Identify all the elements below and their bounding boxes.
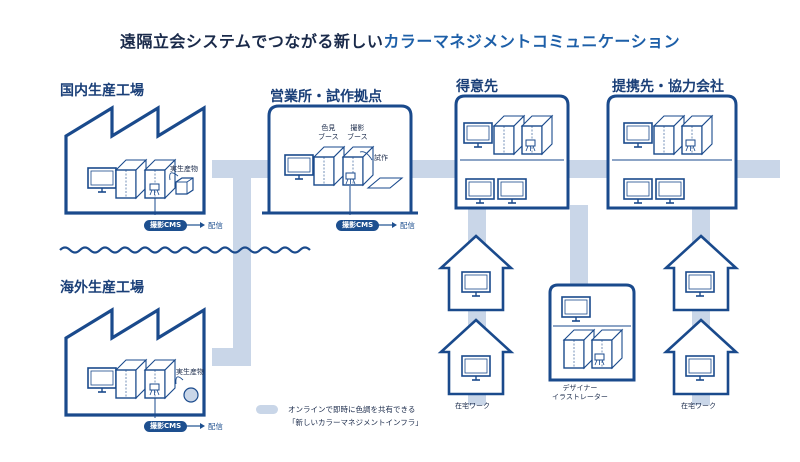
label-sales-office: 営業所・試作拠点 <box>270 89 382 105</box>
legend-swatch <box>256 405 278 414</box>
title-part2: カラーマネジメントコミュニケーション <box>383 32 681 51</box>
label-remote-work-right: 在宅ワーク <box>681 402 716 410</box>
delivery-label-sales: 配信 <box>400 221 415 230</box>
cms-pill-overseas: 撮影CMS <box>144 421 188 432</box>
cms-pill-domestic: 撮影CMS <box>144 220 188 231</box>
label-booth-photo: 撮影 ブース <box>347 124 368 141</box>
sales-office-box <box>262 104 418 228</box>
house-icon-right-bottom <box>664 318 738 396</box>
house-icon-left-bottom <box>439 318 513 396</box>
title-part1: 遠隔立会システムでつながる新しい <box>119 32 384 51</box>
house-icon-left-top <box>439 234 513 312</box>
client-building <box>454 94 570 210</box>
legend-line2: 「新しいカラーマネジメントインフラ」 <box>288 418 423 427</box>
label-product-overseas: 実生産物 <box>176 368 204 376</box>
label-remote-work-left: 在宅ワーク <box>455 402 490 410</box>
house-icon-right-top <box>664 234 738 312</box>
delivery-label-overseas: 配信 <box>208 422 223 431</box>
label-client: 得意先 <box>456 79 498 95</box>
label-booth-color: 色見 ブース <box>318 124 339 141</box>
sea-wave-divider <box>59 246 311 254</box>
label-product-domestic: 実生産物 <box>170 165 198 173</box>
legend-line1: オンラインで即時に色調を共有できる <box>288 405 416 414</box>
partner-building <box>606 94 738 210</box>
label-overseas-factory: 海外生産工場 <box>60 280 144 296</box>
label-domestic-factory: 国内生産工場 <box>60 83 144 99</box>
cms-pill-sales: 撮影CMS <box>336 220 380 231</box>
diagram-title: 遠隔立会システムでつながる新しいカラーマネジメントコミュニケーション <box>0 28 800 52</box>
label-partner: 提携先・協力会社 <box>612 79 724 95</box>
delivery-label-domestic: 配信 <box>208 221 223 230</box>
label-prototype: 試作 <box>374 154 388 162</box>
factory-icon-domestic <box>64 105 206 228</box>
label-designer: デザイナー イラストレーター <box>552 384 608 401</box>
factory-icon-overseas <box>64 307 206 429</box>
designer-studio <box>548 283 636 382</box>
